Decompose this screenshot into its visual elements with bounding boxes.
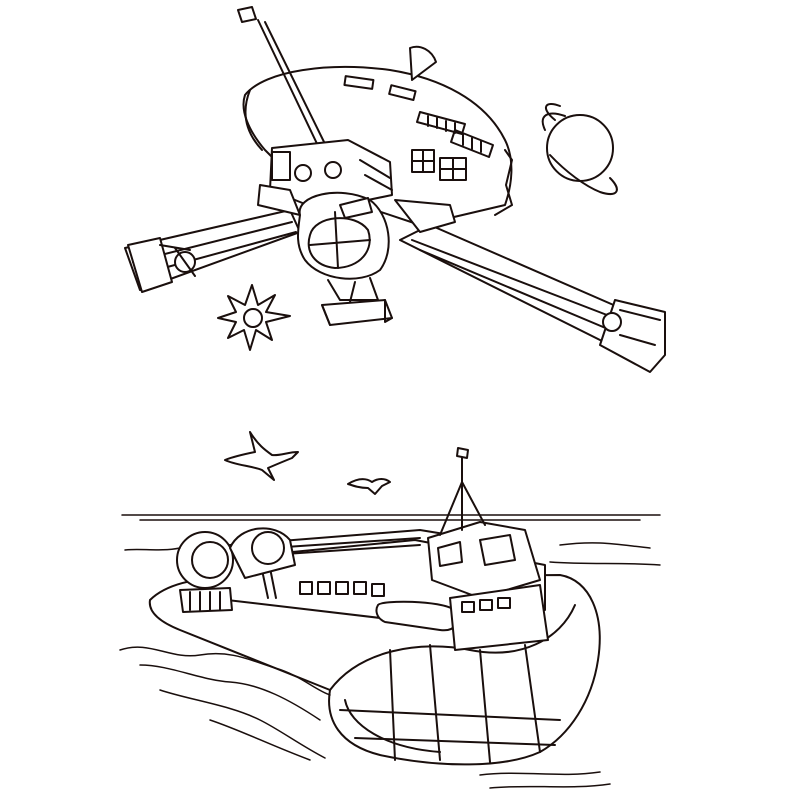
space-probe-drawing	[124, 6, 666, 373]
mast-flag-icon	[439, 447, 486, 536]
propeller-fan-icon	[176, 527, 296, 613]
antenna-icon	[237, 6, 328, 151]
hovercraft-drawing	[119, 431, 661, 789]
right-boom-icon	[399, 224, 666, 373]
dome-icon	[409, 45, 437, 81]
seagull-icon	[224, 431, 299, 481]
bridge-icon	[427, 521, 549, 651]
space-probe-panel	[118, 0, 800, 382]
left-boom-icon	[124, 209, 301, 293]
probe-body-icon	[257, 139, 456, 280]
instrument-package-icon	[321, 277, 393, 326]
planet-icon	[541, 102, 618, 196]
hovercraft-panel	[118, 422, 800, 800]
water-waves-icon	[119, 542, 661, 789]
star-icon	[217, 284, 291, 351]
small-seagull-icon	[347, 478, 391, 495]
